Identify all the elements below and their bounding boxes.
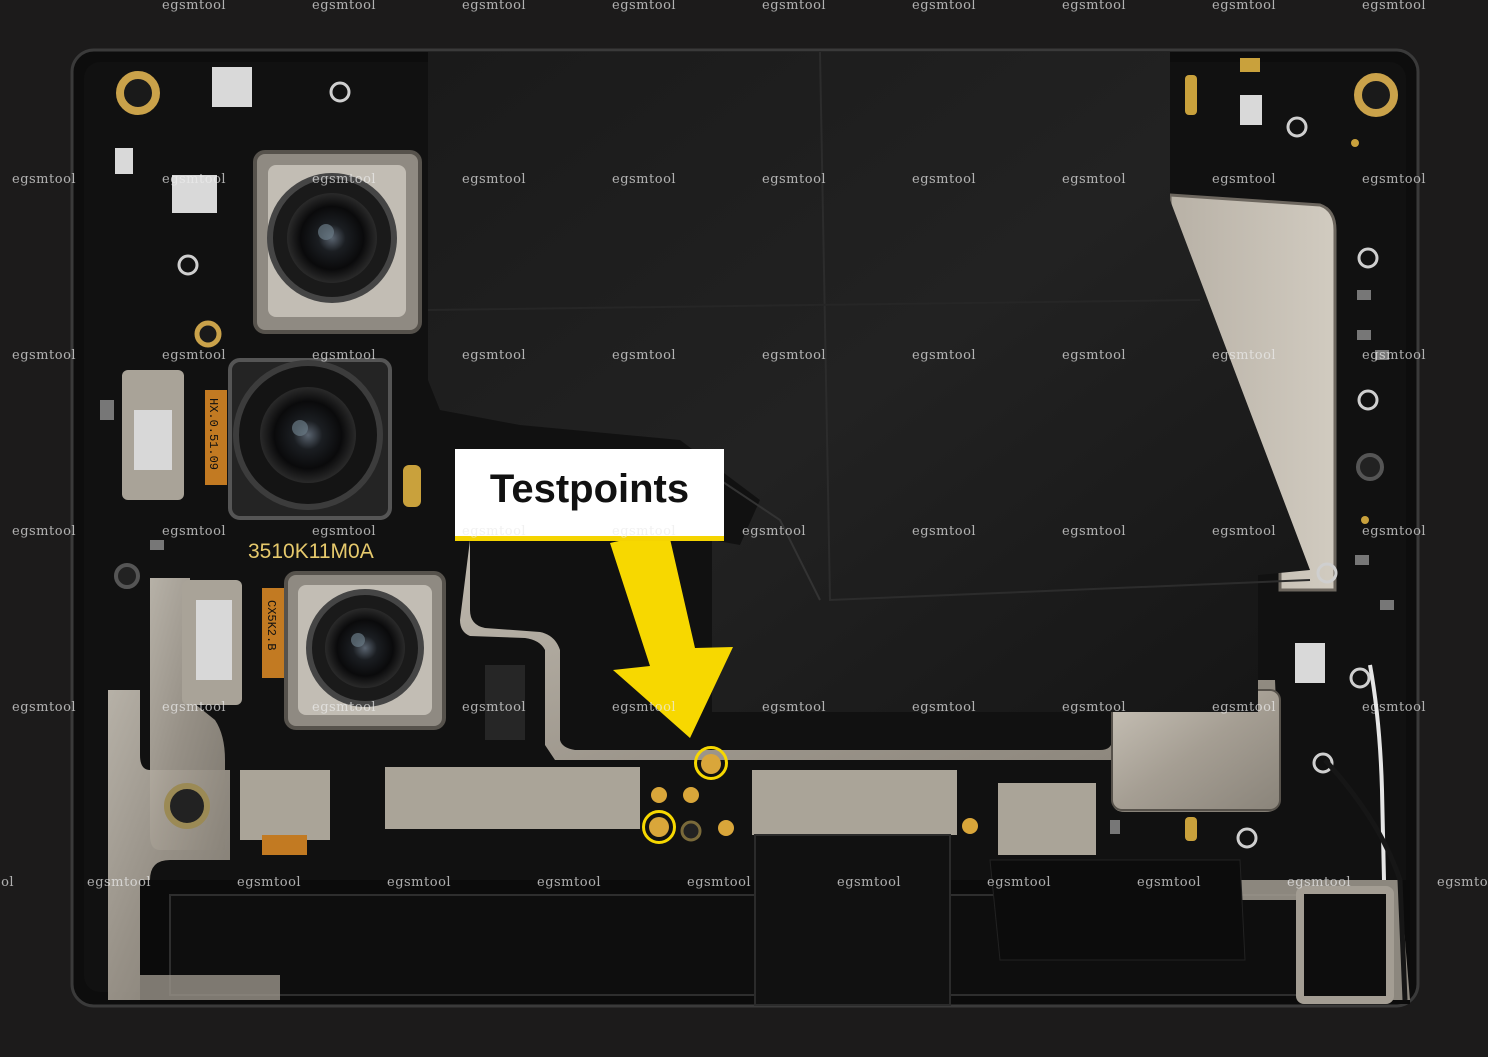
testpoint-ring: [642, 810, 676, 844]
board-model-print: 3510K11M0A: [248, 540, 374, 563]
testpoint-ring: [694, 746, 728, 780]
pointer-arrow: [610, 530, 733, 738]
camera-bottom: [284, 571, 446, 730]
black-tape: [428, 52, 1310, 712]
camera-top: [253, 150, 422, 334]
flex-print-2: CX5K2.B: [264, 600, 278, 650]
flex-print-1: HX.0.51.09: [206, 398, 220, 470]
camera-middle: [228, 358, 392, 520]
testpoints-label: Testpoints: [455, 449, 724, 541]
testpoints-label-text: Testpoints: [489, 467, 690, 511]
